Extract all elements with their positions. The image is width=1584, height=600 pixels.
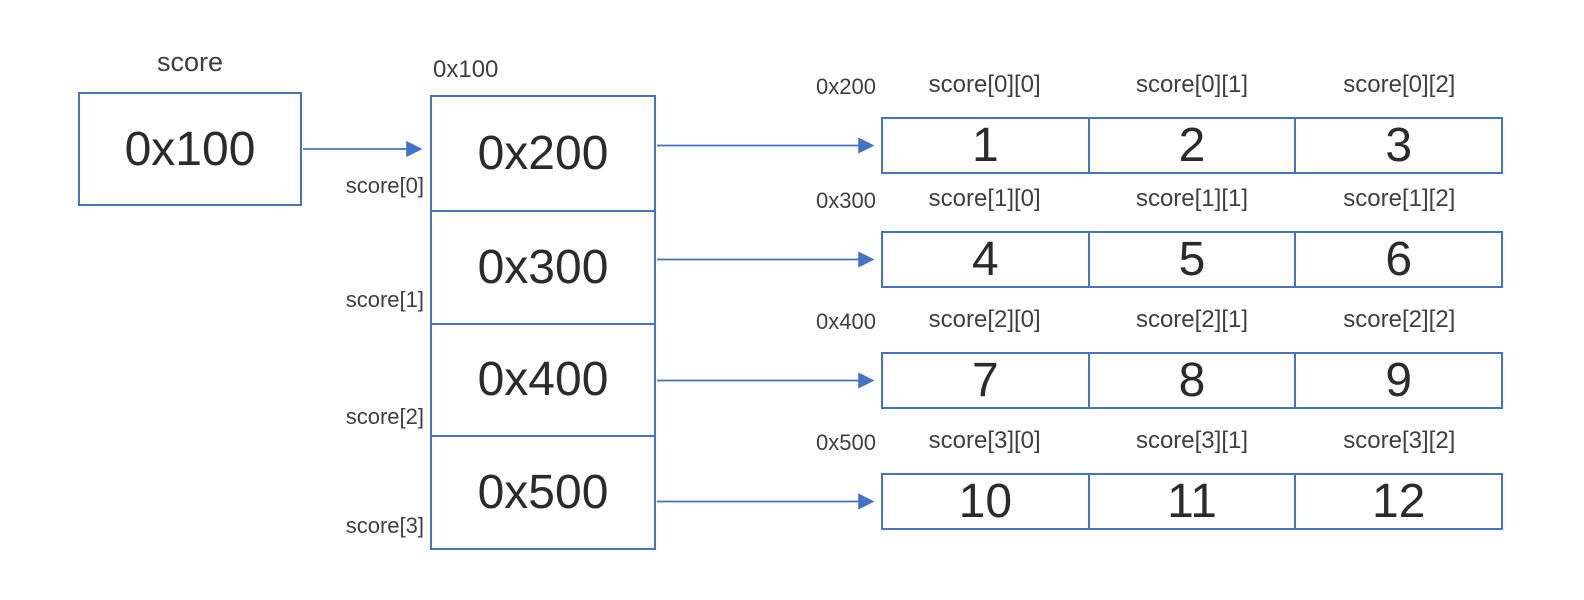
row-address-label: 0x400 (816, 309, 876, 334)
row-address-label: 0x300 (816, 188, 876, 213)
row-headers: score[3][0] score[3][1] score[3][2] (881, 427, 1503, 455)
cell-header-label: score[0][0] (928, 71, 1041, 98)
cell-header-label: score[0][1] (1135, 71, 1249, 98)
cell-header-label: score[2][2] (1343, 306, 1456, 333)
pointer-array-cell: 0x200 (477, 126, 609, 180)
array-row-cells: 10 11 12 (881, 473, 1503, 530)
array-cell-value: 3 (1294, 119, 1501, 172)
cell-header-label: score[0][2] (1343, 71, 1456, 98)
row-headers: score[1][0] score[1][1] score[1][2] (881, 185, 1503, 213)
array-row-group: 0x500 score[3][0] score[3][1] score[3][2… (750, 427, 1505, 533)
cell-header-label: score[1][2] (1343, 185, 1456, 212)
row-headers: score[2][0] score[2][1] score[2][2] (881, 306, 1503, 334)
pointer-variable-box: 0x100 (78, 92, 302, 206)
cell-header-label: score[1][1] (1135, 185, 1249, 212)
row-address-label: 0x200 (816, 74, 876, 99)
pointer-array-index-label: score[0] (345, 173, 424, 198)
cell-header-label: score[2][0] (928, 306, 1041, 333)
pointer-variable-title: score (156, 47, 224, 77)
array-cell-value: 4 (971, 233, 999, 286)
array-cell-value: 12 (1294, 475, 1501, 528)
array-cell-value: 2 (1087, 119, 1295, 172)
array-cell-value: 1 (971, 119, 999, 172)
array-cell-value: 10 (958, 475, 1013, 528)
pointer-array-cell: 0x500 (432, 435, 654, 548)
pointer-array-index-label: score[2] (345, 404, 424, 429)
pointer-variable-value: 0x100 (124, 122, 256, 176)
cell-header-label: score[3][0] (928, 427, 1041, 454)
array-row-cells: 4 5 6 (881, 231, 1503, 288)
array-row-cells: 1 2 3 (881, 117, 1503, 174)
row-headers: score[0][0] score[0][1] score[0][2] (881, 71, 1503, 99)
cell-header-label: score[2][1] (1135, 306, 1249, 333)
pointer-array-index-label: score[1] (345, 287, 424, 312)
row-address-label: 0x500 (816, 430, 876, 455)
array-cell-value: 7 (971, 354, 999, 407)
cell-header-label: score[1][0] (928, 185, 1041, 212)
pointer-array-address-label: 0x100 (433, 56, 499, 83)
pointer-array-box: 0x200 0x300 0x400 0x500 (430, 95, 656, 550)
array-cell-value: 8 (1087, 354, 1295, 407)
array-cell-value: 6 (1294, 233, 1501, 286)
array-row-group: 0x400 score[2][0] score[2][1] score[2][2… (750, 306, 1505, 412)
array-row-cells: 7 8 9 (881, 352, 1503, 409)
cell-header-label: score[3][2] (1343, 427, 1456, 454)
array-row-group: 0x300 score[1][0] score[1][1] score[1][2… (750, 185, 1505, 291)
pointer-array-cell: 0x400 (432, 322, 654, 436)
pointer-array-cell: 0x300 (432, 209, 654, 323)
array-cell-value: 11 (1087, 475, 1295, 528)
array-cell-value: 5 (1087, 233, 1295, 286)
array-cell-value: 9 (1294, 354, 1501, 407)
cell-header-label: score[3][1] (1135, 427, 1249, 454)
array-row-group: 0x200 score[0][0] score[0][1] score[0][2… (750, 71, 1505, 177)
pointer-array-index-label: score[3] (345, 513, 424, 538)
